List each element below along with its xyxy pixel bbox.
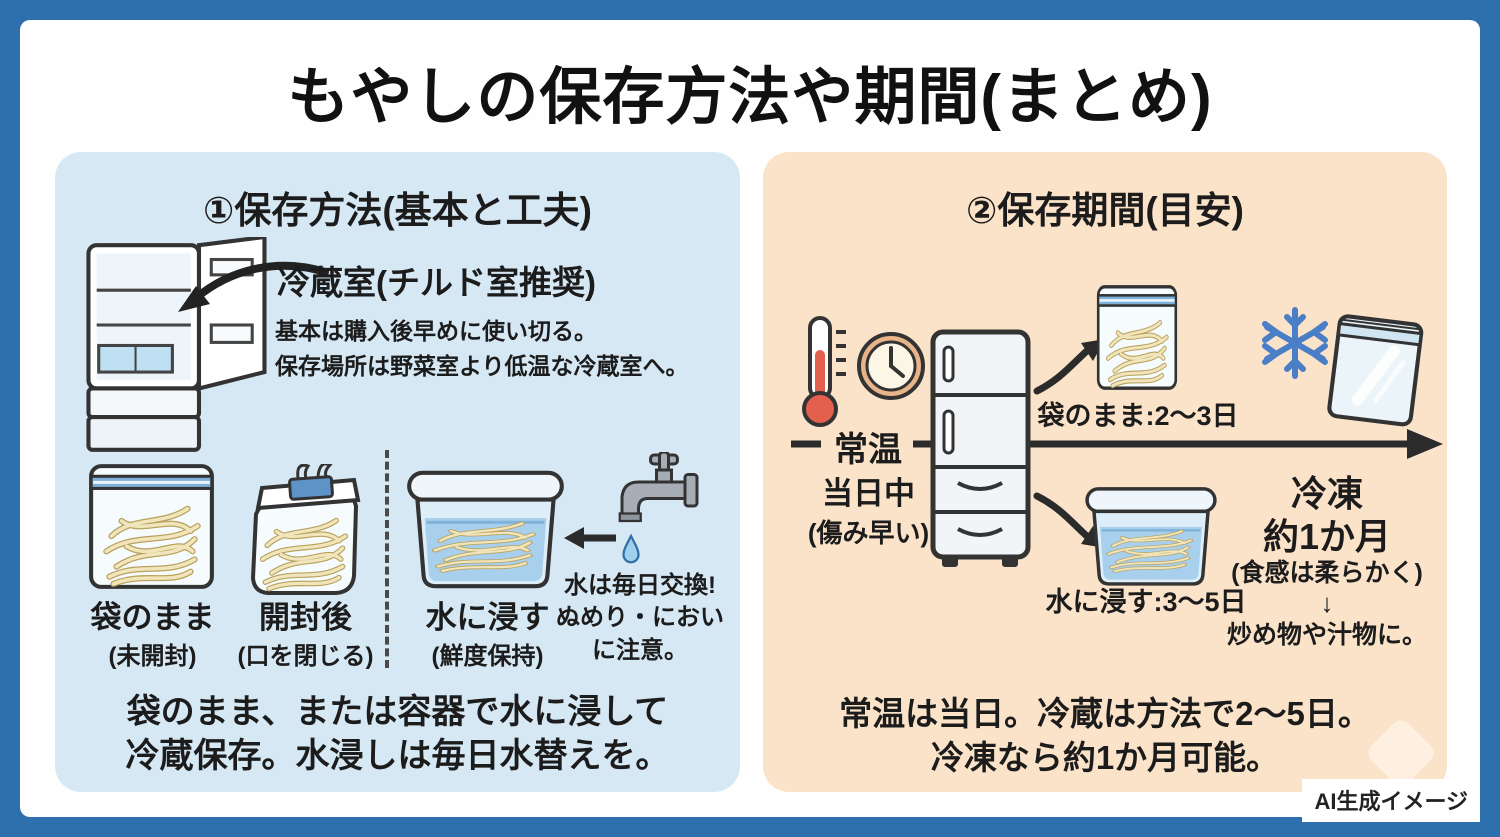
freeze-duration: 約1か月 <box>1262 516 1392 558</box>
water-note-line3: に注意。 <box>592 636 688 664</box>
closed-fridge-icon <box>930 329 1031 567</box>
left-summary-line2: 冷蔵保存。水浸しは毎日水替えを。 <box>125 737 670 776</box>
left-arrow-icon <box>564 527 616 549</box>
room-temp-label: 常温 <box>834 431 902 469</box>
freeze-block: 冷凍 約1か月 (食感は柔らかく) ↓ 炒め物や汁物に。 <box>1203 472 1451 650</box>
water-note-line2: ぬめり・におい <box>556 604 724 632</box>
sealed-bag-icon <box>83 458 220 595</box>
down-arrow-icon: ↓ <box>1320 588 1334 619</box>
thermometer-icon <box>802 316 846 427</box>
method-item-label: 開封後 <box>259 600 352 635</box>
snowflake-icon <box>1262 307 1328 379</box>
left-panel-summary: 袋のまま、または容器で水に浸して 冷蔵保存。水浸しは毎日水替えを。 <box>55 690 740 778</box>
section-divider <box>385 450 389 668</box>
right-summary-line1: 常温は当日。冷蔵は方法で2〜5日。 <box>839 695 1371 732</box>
method-item-sub: (口を閉じる) <box>237 642 374 670</box>
fridge-note-line2: 保存場所は野菜室より低温な冷蔵室へ。 <box>275 352 689 379</box>
freeze-label: 冷凍 <box>1290 473 1363 514</box>
right-summary-line2: 冷凍なら約1か月可能。 <box>930 738 1280 776</box>
water-duration-label: 水に浸す:3〜5日 <box>1045 587 1247 617</box>
left-panel-heading: ①保存方法(基本と工夫) <box>203 190 592 231</box>
method-item-opened: 開封後 (口を閉じる) <box>223 600 388 671</box>
room-temp-note: (傷み早い) <box>807 518 930 548</box>
method-item-water: 水に浸す (鮮度保持) <box>400 600 575 671</box>
fridge-note-line1: 基本は購入後早めに使い切る。 <box>275 318 597 344</box>
arrow-to-chilled-icon <box>178 261 329 312</box>
method-item-sub: (未開封) <box>108 642 197 670</box>
freezer-bag-icon <box>1327 314 1424 427</box>
faucet-icon <box>618 452 699 564</box>
right-panel-heading: ②保存期間(目安) <box>966 190 1244 231</box>
ai-credit-badge: AI生成イメージ <box>1302 779 1480 822</box>
fridge-bag-icon <box>1093 280 1181 395</box>
freeze-use: 炒め物や汁物に。 <box>1226 620 1427 649</box>
room-temp-block: 当日中 (傷み早い) <box>781 468 956 550</box>
fridge-note: 基本は購入後早めに使い切る。 保存場所は野菜室より低温な冷蔵室へ。 <box>275 314 689 383</box>
fridge-compartment-label: 冷蔵室(チルド室推奨) <box>277 264 596 301</box>
right-panel-summary: 常温は当日。冷蔵は方法で2〜5日。 冷凍なら約1か月可能。 <box>763 692 1447 779</box>
left-summary-line1: 袋のまま、または容器で水に浸して <box>126 693 669 731</box>
method-item-label: 水に浸す <box>425 600 550 635</box>
method-item-sub: (鮮度保持) <box>431 642 544 670</box>
clock-icon <box>857 332 925 400</box>
page-title: もやしの保存方法や期間(まとめ) <box>287 63 1213 132</box>
storage-method-panel: ①保存方法(基本と工夫) 冷蔵室(チルド室推奨) 基本は購入後早めに使い切る。 … <box>55 152 740 792</box>
method-item-sealed: 袋のまま (未開封) <box>70 600 235 671</box>
clipped-bag-icon <box>250 464 361 595</box>
fridge-container-icon <box>1081 482 1221 590</box>
water-note-line1: 水は毎日交換! <box>564 572 716 599</box>
freeze-note: (食感は柔らかく) <box>1231 559 1423 588</box>
open-fridge-icon <box>86 237 267 452</box>
bag-duration-label: 袋のまま:2〜3日 <box>1037 401 1239 431</box>
water-change-note: 水は毎日交換! ぬめり・におい に注意。 <box>533 570 747 667</box>
room-temp-duration: 当日中 <box>822 476 915 511</box>
method-item-label: 袋のまま <box>90 600 215 635</box>
storage-period-panel: ②保存期間(目安) 常温 当日中 (傷み早い) <box>763 152 1447 792</box>
